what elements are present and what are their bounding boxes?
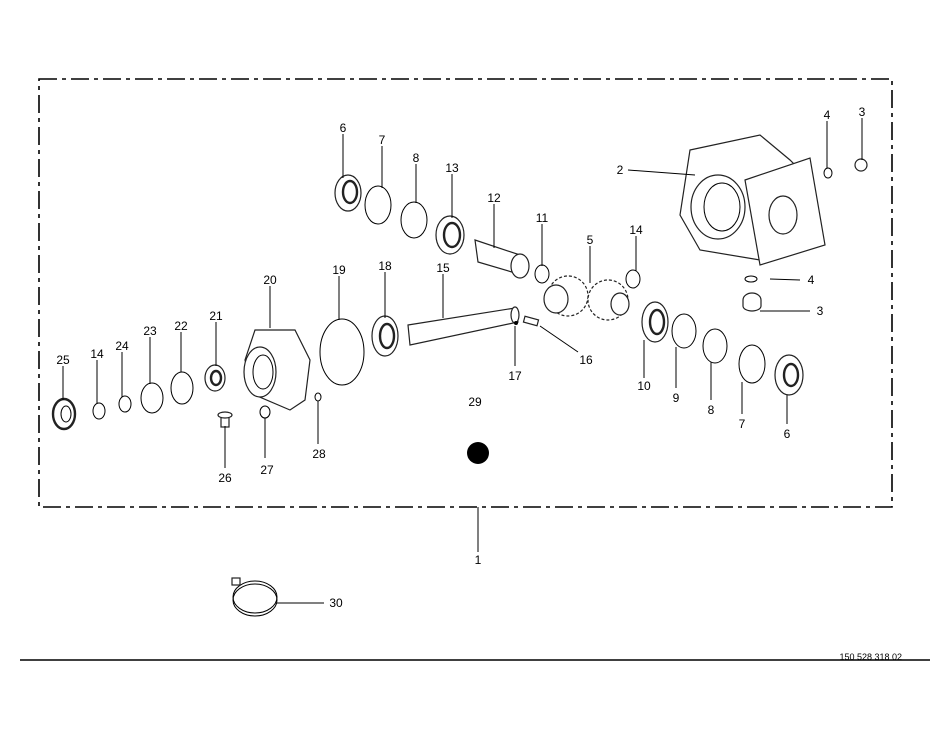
parts-lower — [51, 301, 804, 617]
callout: 1 — [475, 553, 482, 567]
callout: 7 — [739, 417, 746, 431]
callout: 4 — [808, 273, 815, 287]
callout: 15 — [436, 261, 450, 275]
callout: 17 — [508, 369, 522, 383]
assembly-boundary — [38, 78, 893, 508]
callout: 27 — [260, 463, 274, 477]
callout: 19 — [332, 263, 346, 277]
callout: 6 — [784, 427, 791, 441]
bearing-cover-20 — [243, 329, 311, 411]
callout: 14 — [90, 347, 104, 361]
callout-labels: 6 7 8 13 12 11 5 14 2 4 3 4 3 19 18 15 2… — [56, 105, 865, 610]
callout: 29 — [468, 395, 482, 409]
callout: 10 — [637, 379, 651, 393]
hose-clamp-30 — [231, 577, 278, 617]
callout: 11 — [536, 211, 549, 225]
gear-5 — [543, 275, 630, 321]
callout: 20 — [263, 273, 277, 287]
callout: 21 — [209, 309, 223, 323]
gearbox-housing-2 — [679, 134, 826, 266]
callout: 2 — [617, 163, 624, 177]
part-29-dot — [467, 442, 489, 464]
callout: 30 — [329, 596, 343, 610]
callout: 18 — [378, 259, 392, 273]
callout: 4 — [824, 108, 831, 122]
callout: 14 — [629, 223, 643, 237]
callout: 8 — [413, 151, 420, 165]
callout: 3 — [817, 304, 824, 318]
callout: 6 — [340, 121, 347, 135]
parts-upper — [334, 134, 868, 321]
callout: 16 — [579, 353, 593, 367]
callout: 23 — [143, 324, 157, 338]
callout: 8 — [708, 403, 715, 417]
callout: 3 — [859, 105, 866, 119]
callout: 7 — [379, 133, 386, 147]
leader-lines — [62, 118, 863, 604]
document-number: 150 528 318 02 — [839, 652, 902, 662]
callout: 9 — [673, 391, 680, 405]
callout: 22 — [174, 319, 188, 333]
callout: 28 — [312, 447, 326, 461]
callout: 5 — [587, 233, 594, 247]
callout: 26 — [218, 471, 232, 485]
callout: 24 — [115, 339, 129, 353]
shaft-15 — [407, 306, 520, 346]
callout: 13 — [445, 161, 459, 175]
callout: 12 — [487, 191, 501, 205]
callout: 25 — [56, 353, 70, 367]
